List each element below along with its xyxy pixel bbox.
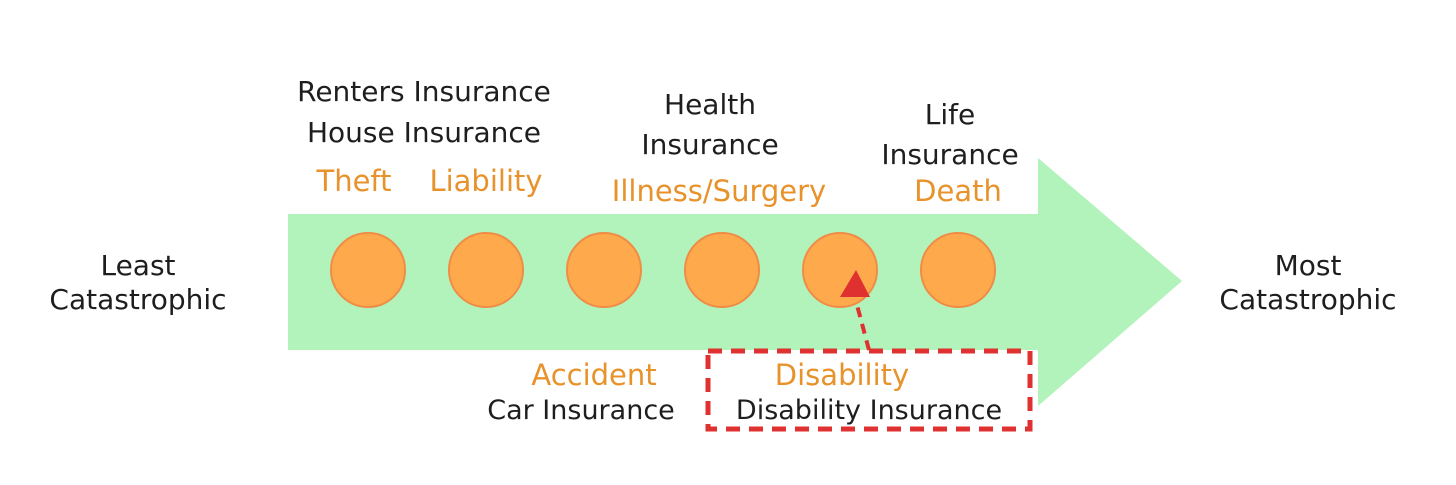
risk-dot-accident: [566, 232, 642, 308]
least-word: Least: [100, 249, 176, 282]
risk-disability-label: Disability: [774, 358, 910, 392]
risk-dot-illness: [684, 232, 760, 308]
risk-dot-liability: [448, 232, 524, 308]
risk-accident-label: Accident: [531, 358, 657, 392]
disability-pointer-arrowhead: [840, 270, 870, 297]
renters-insurance-label: Renters Insurance: [297, 75, 551, 108]
risk-dot-death: [920, 232, 996, 308]
risk-dot-theft: [330, 232, 406, 308]
risk-theft-label: Theft: [316, 164, 392, 198]
most-catastrophic-word: Catastrophic: [1219, 282, 1397, 316]
disability-highlight-box: [705, 348, 1033, 432]
most-word: Most: [1274, 249, 1342, 282]
most-catastrophic-label: Most Catastrophic: [1188, 249, 1428, 316]
risk-illness-label: Illness/Surgery: [611, 174, 827, 208]
life-word: Life: [924, 98, 976, 131]
risk-liability-label: Liability: [429, 164, 543, 198]
health-word: Health: [664, 88, 756, 121]
health-insurance-word: Insurance: [641, 127, 779, 161]
risk-death-label: Death: [914, 174, 1002, 208]
least-catastrophic-word: Catastrophic: [49, 282, 227, 316]
car-insurance-label: Car Insurance: [487, 395, 675, 426]
disability-insurance-label: Disability Insurance: [735, 395, 1003, 426]
life-insurance-label: Life Insurance: [830, 98, 1070, 171]
life-insurance-word: Insurance: [881, 137, 1019, 171]
disability-pointer-line: [855, 304, 871, 351]
house-insurance-label: House Insurance: [306, 116, 542, 149]
health-insurance-label: Health Insurance: [590, 88, 830, 161]
least-catastrophic-label: Least Catastrophic: [18, 249, 258, 316]
